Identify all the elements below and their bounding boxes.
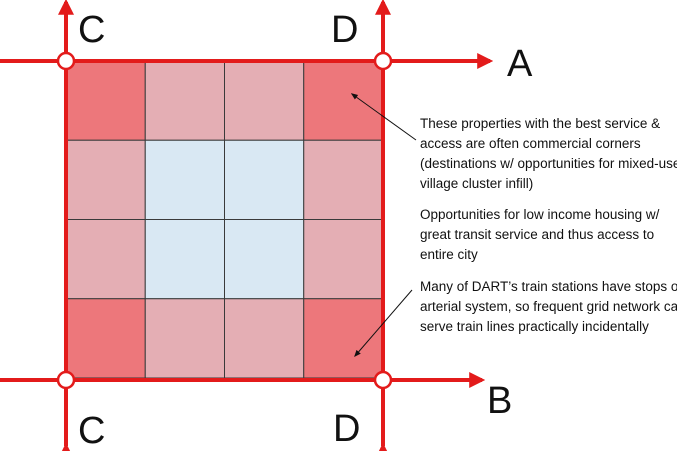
intersection-node — [56, 51, 76, 71]
block-edge — [303, 139, 384, 220]
pointer-arrow-top — [350, 93, 417, 141]
block-interior — [144, 139, 225, 220]
label-c-bottom: C — [78, 410, 105, 451]
label-d-bottom: D — [333, 408, 360, 450]
annotation-train-stations: Many of DART’s train stations have stops… — [420, 279, 677, 334]
label-c-top: C — [78, 9, 105, 51]
pointer-arrow-bottom — [354, 289, 413, 358]
annotation-low-income-housing: Opportunities for low income housing w/ … — [420, 207, 660, 262]
block-corner — [65, 298, 146, 379]
block-interior — [144, 219, 225, 300]
block-edge — [65, 219, 146, 300]
intersection-node — [373, 370, 393, 390]
intersection-node — [56, 370, 76, 390]
annotation-commercial-corners: These properties with the best service &… — [420, 116, 677, 191]
block-edge — [224, 298, 305, 379]
intersection-node — [373, 51, 393, 71]
block-corner — [65, 60, 146, 141]
grid-cells — [65, 60, 384, 379]
block-edge — [224, 60, 305, 141]
block-interior — [224, 139, 305, 220]
block-edge — [144, 60, 225, 141]
label-b: B — [487, 380, 512, 422]
block-corner — [303, 298, 384, 379]
label-d-top: D — [331, 9, 358, 51]
block-edge — [303, 219, 384, 300]
block-edge — [65, 139, 146, 220]
label-a: A — [507, 43, 533, 85]
block-corner — [303, 60, 384, 141]
block-edge — [144, 298, 225, 379]
block-interior — [224, 219, 305, 300]
